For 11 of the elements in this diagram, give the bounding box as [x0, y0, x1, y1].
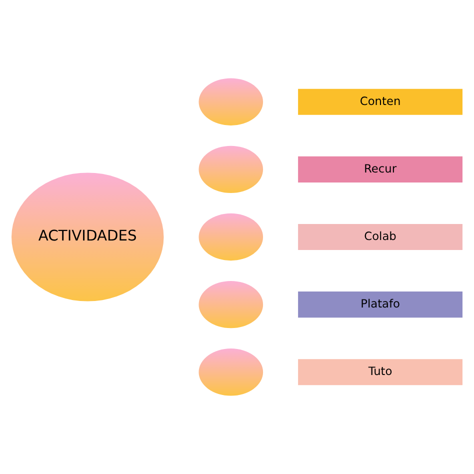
node-box: Colab: [298, 224, 462, 250]
node-box: Platafo: [298, 292, 462, 318]
node-box: Tuto: [298, 359, 462, 386]
node-circle: [198, 348, 264, 396]
node-circle: [198, 78, 264, 126]
node-box: Conten: [298, 88, 462, 115]
node-circle: [198, 213, 264, 261]
node-circle: [198, 146, 264, 194]
node-circle: [198, 280, 264, 328]
node-ellipse: ACTIVIDADES: [12, 172, 164, 302]
node-box: Recur: [298, 156, 462, 182]
